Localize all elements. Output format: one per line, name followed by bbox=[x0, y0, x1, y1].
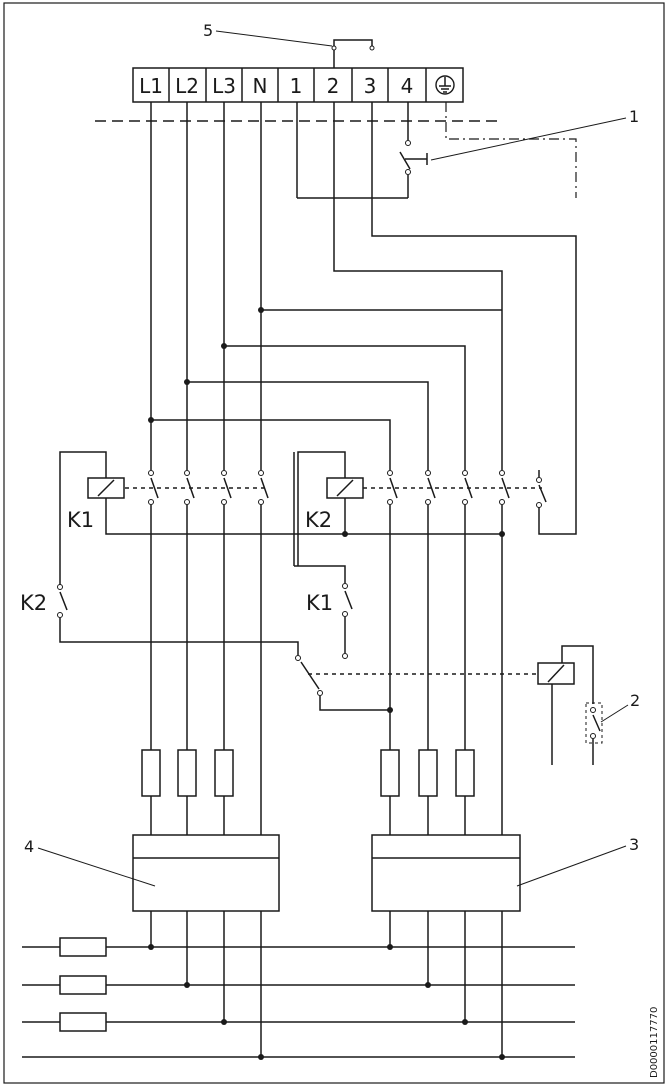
callout-4-leader bbox=[37, 847, 156, 887]
terminal-l2: L2 bbox=[175, 74, 199, 98]
relay-coil bbox=[537, 645, 594, 765]
k2-lower-label: K2 bbox=[20, 591, 47, 615]
control-switch-1 bbox=[296, 102, 428, 199]
callout-3: 3 bbox=[629, 835, 639, 854]
changeover-switch bbox=[295, 655, 538, 713]
terminal-l1: L1 bbox=[139, 74, 163, 98]
k1-contacts bbox=[125, 470, 269, 505]
callout-1: 1 bbox=[629, 107, 639, 126]
load-conductors bbox=[150, 505, 503, 835]
k2-contacts bbox=[363, 470, 547, 508]
terminal-1: 1 bbox=[290, 74, 303, 98]
callout-4: 4 bbox=[24, 837, 34, 856]
k1-coil bbox=[59, 451, 505, 585]
callout-5-leader bbox=[215, 30, 333, 47]
k2-interlock-contact bbox=[57, 584, 299, 655]
supply-busbars bbox=[22, 937, 575, 1058]
callout-2: 2 bbox=[630, 691, 640, 710]
k1-lower-label: K1 bbox=[306, 591, 333, 615]
terminal-bridge bbox=[331, 39, 375, 68]
phase-feeders bbox=[148, 102, 577, 535]
fuses-right bbox=[380, 749, 475, 797]
k2-upper-label: K2 bbox=[305, 508, 332, 532]
document-number: D0000117770 bbox=[649, 1007, 660, 1078]
outer-frame bbox=[3, 2, 665, 1084]
earth-return-line bbox=[445, 102, 577, 198]
callout-2-leader bbox=[600, 704, 629, 723]
k1-upper-label: K1 bbox=[67, 508, 94, 532]
load-unit-3 bbox=[371, 834, 521, 912]
terminal-n: N bbox=[253, 74, 268, 98]
load-unit-4 bbox=[132, 834, 280, 912]
callout-1-leader bbox=[430, 117, 627, 161]
terminal-3: 3 bbox=[364, 74, 377, 98]
busbar-taps bbox=[148, 911, 505, 1060]
callout-5: 5 bbox=[203, 21, 213, 40]
fuses-left bbox=[141, 749, 234, 797]
k1-interlock-contact bbox=[342, 583, 353, 659]
terminal-4: 4 bbox=[401, 74, 414, 98]
k2-coil bbox=[293, 451, 364, 583]
terminal-2: 2 bbox=[327, 74, 340, 98]
callout-3-leader bbox=[516, 845, 627, 887]
terminal-l3: L3 bbox=[212, 74, 236, 98]
earth-ground-icon bbox=[435, 75, 455, 95]
terminal-strip: L1 L2 L3 N 1 2 3 4 bbox=[132, 67, 464, 103]
control-switch-2 bbox=[585, 702, 603, 765]
